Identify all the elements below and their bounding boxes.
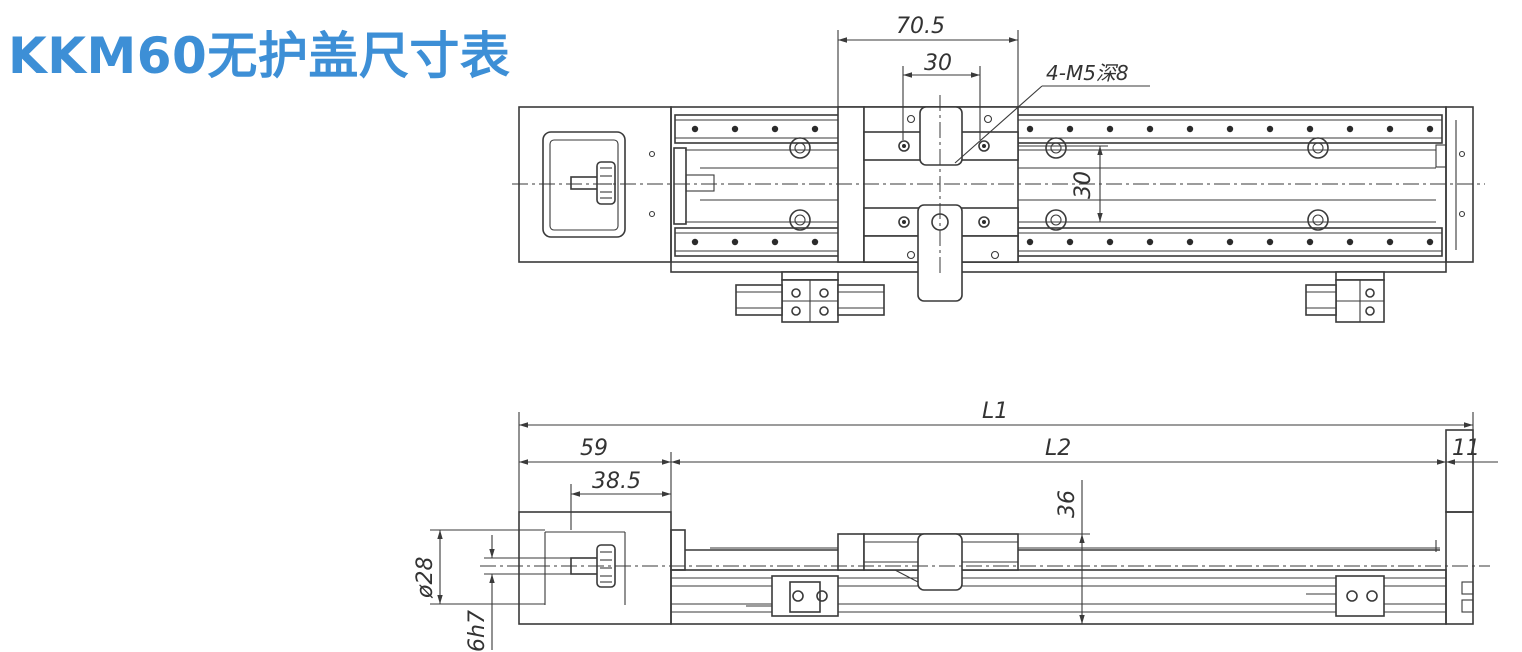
rail-hole [1106,238,1114,246]
sensor-side-left [746,575,839,617]
rail-hole [731,238,739,246]
rail-hole [691,125,699,133]
rail-hole [1226,125,1234,133]
rail-hole [1266,125,1274,133]
side-view: L1 59 L2 11 38.5 [413,399,1498,652]
rail-hole [771,125,779,133]
upper-rail [674,114,1443,144]
dim-59: 59 [580,436,608,461]
mounting-holes [789,137,1329,231]
dim-38-5: 38.5 [592,469,641,494]
dim-70-5: 70.5 [896,14,945,39]
rail-hole [1346,125,1354,133]
rail-hole [811,125,819,133]
rail-hole [1026,125,1034,133]
rail-hole [1146,125,1154,133]
coupling-knob [596,161,616,205]
rail-hole [1306,125,1314,133]
rail-hole [1026,238,1034,246]
slider-side [837,533,1019,591]
rail-hole [771,238,779,246]
lower-rail [674,227,1443,257]
rail-hole [811,238,819,246]
dim-36: 36 [1055,490,1080,518]
rail-hole [1066,238,1074,246]
dim-phi28: ø28 [413,557,438,599]
sensor-side-right [1306,575,1385,617]
motor-side-block [518,511,672,625]
dim-6h7: 6h7 [465,610,490,652]
rail-hole [691,238,699,246]
limit-sensor-left [735,271,885,323]
rail-hole [1186,125,1194,133]
top-view: 70.5 30 4-M5深8 30 [512,14,1485,323]
rail-hole [1226,238,1234,246]
dim-30-side: 30 [1071,171,1096,199]
rail-hole [1266,238,1274,246]
rail-hole [1186,238,1194,246]
rail-hole [1306,238,1314,246]
dim-11: 11 [1452,436,1480,461]
limit-sensor-right [1305,271,1385,323]
rail-hole [1066,125,1074,133]
page-title: KKM60无护盖尺寸表 [8,27,511,85]
rail-hole [1386,125,1394,133]
rail-hole [1106,125,1114,133]
dim-L1: L1 [982,399,1008,424]
rail-hole [731,125,739,133]
rail-hole [1426,125,1434,133]
slider-carriage [837,106,1019,302]
rail-hole [1386,238,1394,246]
rail-hole [1146,238,1154,246]
dim-L2: L2 [1045,436,1071,461]
dim-thread: 4-M5深8 [1046,61,1129,85]
dim-30-top: 30 [924,51,952,76]
rail-hole [1346,238,1354,246]
rail-hole [1426,238,1434,246]
bearing-block [673,147,687,225]
rail-body [670,106,1447,273]
